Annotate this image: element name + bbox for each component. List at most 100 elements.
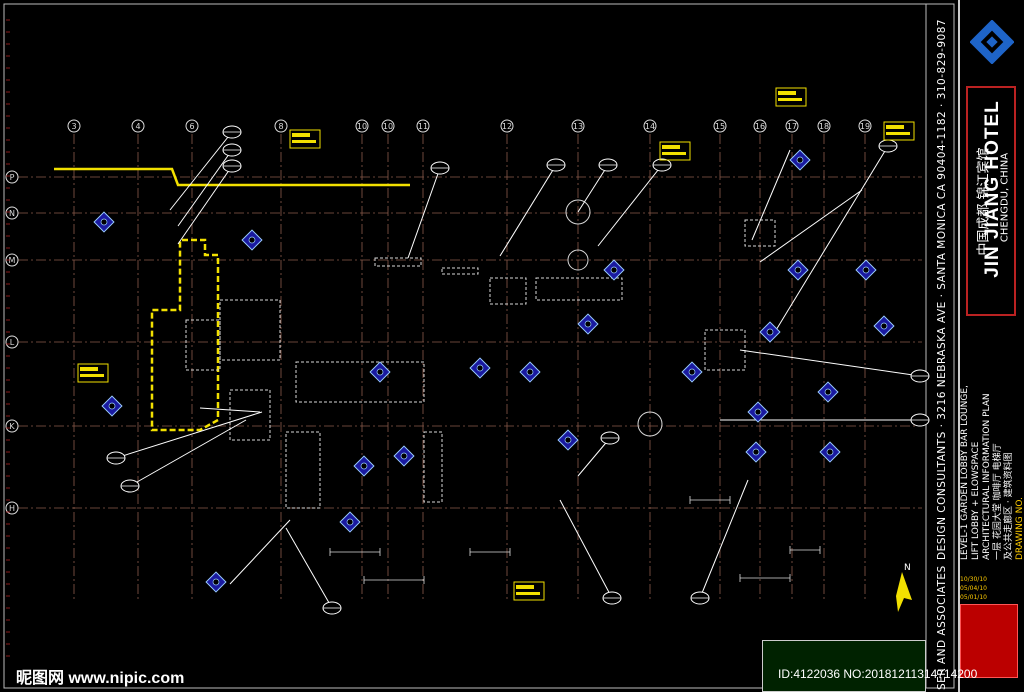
elevation-callout-center	[610, 266, 618, 274]
sheet-border	[3, 3, 955, 689]
note-tag-box	[77, 363, 109, 383]
grid-label-column: 12	[502, 122, 512, 131]
wall-outline	[535, 277, 623, 301]
north-arrow-icon	[896, 572, 912, 612]
grid-label-column: 14	[645, 122, 655, 131]
wall-outline	[229, 389, 271, 441]
note-tag-text-mark	[292, 140, 316, 143]
leader-line	[229, 519, 291, 585]
grid-label-column: 4	[135, 122, 140, 131]
grid-bubble-column	[274, 119, 288, 133]
note-tag-box	[883, 121, 915, 141]
wall-outline	[704, 329, 746, 371]
leader-line	[169, 131, 233, 211]
grid-bubble-column	[131, 119, 145, 133]
note-tag-text-mark	[886, 125, 904, 129]
grid-label-column: 3	[71, 122, 76, 131]
elevation-callout-center	[862, 266, 870, 274]
wall-outline	[374, 257, 422, 267]
elevation-callout-center	[248, 236, 256, 244]
note-tag-text-mark	[80, 367, 98, 371]
elevation-callout-center	[526, 368, 534, 376]
elevation-callout-center	[754, 408, 762, 416]
note-tag-box	[513, 581, 545, 601]
leader-line	[499, 164, 557, 257]
grid-label-row: K	[9, 422, 15, 431]
grid-bubble-row	[5, 335, 19, 349]
grid-bubble-column	[713, 119, 727, 133]
note-tag-text-mark	[778, 98, 802, 101]
grid-label-column: 10	[357, 122, 367, 131]
elevation-callout-center	[688, 368, 696, 376]
grid-label-column: 10	[383, 122, 393, 131]
elevation-callout-center	[346, 518, 354, 526]
grid-label-column: 17	[787, 122, 797, 131]
elevation-callout-center	[752, 448, 760, 456]
grid-bubble-column	[643, 119, 657, 133]
grid-bubble-column	[500, 119, 514, 133]
grid-label-column: 11	[418, 122, 428, 131]
wall-outline	[441, 267, 479, 275]
elevation-callout-center	[824, 388, 832, 396]
note-tag-text-mark	[662, 152, 686, 155]
elevation-callout-center	[360, 462, 368, 470]
watermark-site: 昵图网 www.nipic.com	[16, 670, 185, 687]
grid-label-row: P	[10, 173, 15, 182]
note-tag-box	[659, 141, 691, 161]
revision-date: 10/30/10	[960, 576, 987, 583]
brand-chinese-name: 中国成都 锦江宾馆	[976, 147, 992, 256]
revision-list: 10/30/10 05/04/10 05/01/10	[960, 575, 1018, 602]
leader-line	[759, 189, 863, 263]
grid-bubble-column	[416, 119, 430, 133]
brand-logo-icon	[970, 20, 1014, 64]
leader-line	[407, 167, 441, 259]
note-tag-text-mark	[662, 145, 680, 149]
note-tag-text-mark	[516, 585, 534, 589]
grid-bubble-column	[67, 119, 81, 133]
revision-date: 05/01/10	[960, 594, 987, 601]
brand-subtitle: CHENGDU, CHINA	[999, 152, 1011, 243]
wall-outline	[185, 319, 221, 371]
project-line-2: LIFT LOBBY + ELOWSPACE	[971, 441, 981, 560]
grid-bubble-column	[817, 119, 831, 133]
project-line-4: 一层 花园大堂 咖啡厅 电梯厅	[993, 443, 1003, 560]
highlight-boundary-top	[54, 167, 410, 187]
note-tag-text-mark	[778, 91, 796, 95]
wall-outline	[423, 431, 443, 503]
consultant-address: DESIGN CONSULTANTS · 3216 NEBRASKA AVE ·…	[936, 18, 948, 560]
key-plan-inset	[762, 640, 926, 692]
grid-bubble-column	[355, 119, 369, 133]
leader-line	[177, 149, 233, 227]
north-label: N	[904, 563, 911, 573]
wall-outline	[295, 361, 425, 403]
leader-line	[769, 145, 889, 341]
leader-line	[577, 164, 609, 213]
leader-line	[177, 165, 233, 245]
grid-bubble-column	[753, 119, 767, 133]
leader-line	[597, 164, 663, 247]
leader-line	[739, 349, 921, 377]
elevation-callout-center	[880, 322, 888, 330]
project-line-3: ARCHITECTURAL INFORMATION PLAN	[982, 393, 992, 560]
leader-line	[115, 411, 263, 459]
elevation-callout-center	[584, 320, 592, 328]
grid-label-row: N	[9, 209, 15, 218]
elevation-callout-center	[564, 436, 572, 444]
elevation-callout-center	[100, 218, 108, 226]
grid-bubble-column	[571, 119, 585, 133]
column-feature	[637, 411, 663, 437]
elevation-callout-center	[826, 448, 834, 456]
grid-label-column: 6	[189, 122, 194, 131]
grid-label-column: 16	[755, 122, 765, 131]
grid-bubble-column	[185, 119, 199, 133]
elevation-callout-center	[794, 266, 802, 274]
elevation-callout-center	[108, 402, 116, 410]
wall-outline	[285, 431, 321, 509]
note-tag-box	[289, 129, 321, 149]
title-block	[958, 0, 1024, 692]
elevation-callout-center	[766, 328, 774, 336]
grid-label-column: 18	[819, 122, 829, 131]
note-tag-text-mark	[516, 592, 540, 595]
revision-date: 05/04/10	[960, 585, 987, 592]
